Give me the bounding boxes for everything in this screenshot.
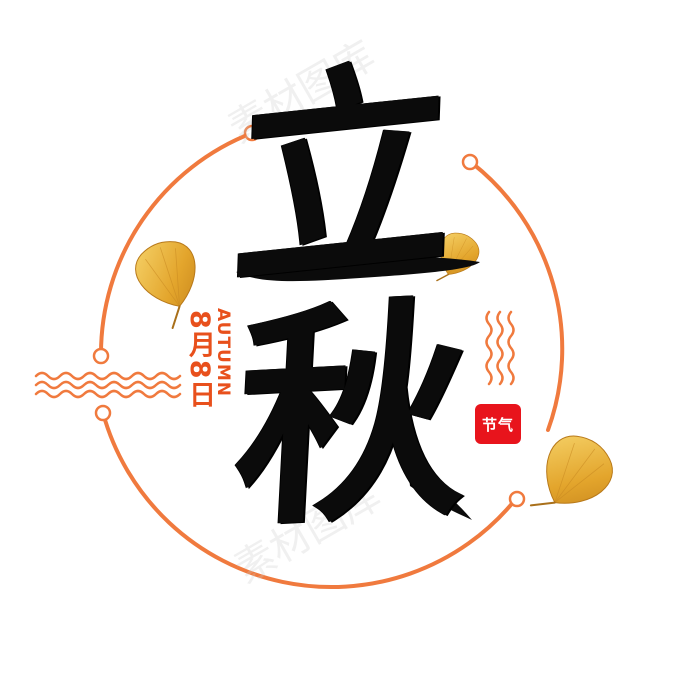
ring-arc-upper-left [98,131,254,357]
brush-stroke [236,256,480,282]
date-label: 8月8日 [184,310,215,410]
wave-line [34,371,182,381]
ring-dot-bottom-right [508,490,526,508]
ring-dot-left [92,347,110,365]
wave-line [496,310,504,386]
right-wave-lines [485,310,515,386]
ring-dot-top-right [461,153,479,171]
wave-line [34,380,182,390]
ring-arcs [98,131,565,589]
title-char-li: 立 [228,34,458,320]
wave-line [507,310,515,386]
wave-line [34,389,182,399]
ring-arc-right [470,161,565,432]
ginkgo-leaf-right-icon [529,435,613,507]
brush-stroke [408,468,472,520]
seal-stamp: 节气 [475,404,521,444]
seal-text: 节气 [481,415,514,434]
ring-dot-top-left [243,124,261,142]
title-char-qiu: 秋 [229,272,476,559]
left-wave-lines [34,371,182,399]
ring-end-dots [92,124,526,508]
brush-strokes [236,256,480,520]
wave-line [485,310,493,386]
ginkgo-leaf-left-icon [135,241,196,330]
english-label: AUTUMN [213,308,233,397]
ring-arc-lower-left [101,411,517,589]
ring-dot-left-lower [94,404,112,422]
